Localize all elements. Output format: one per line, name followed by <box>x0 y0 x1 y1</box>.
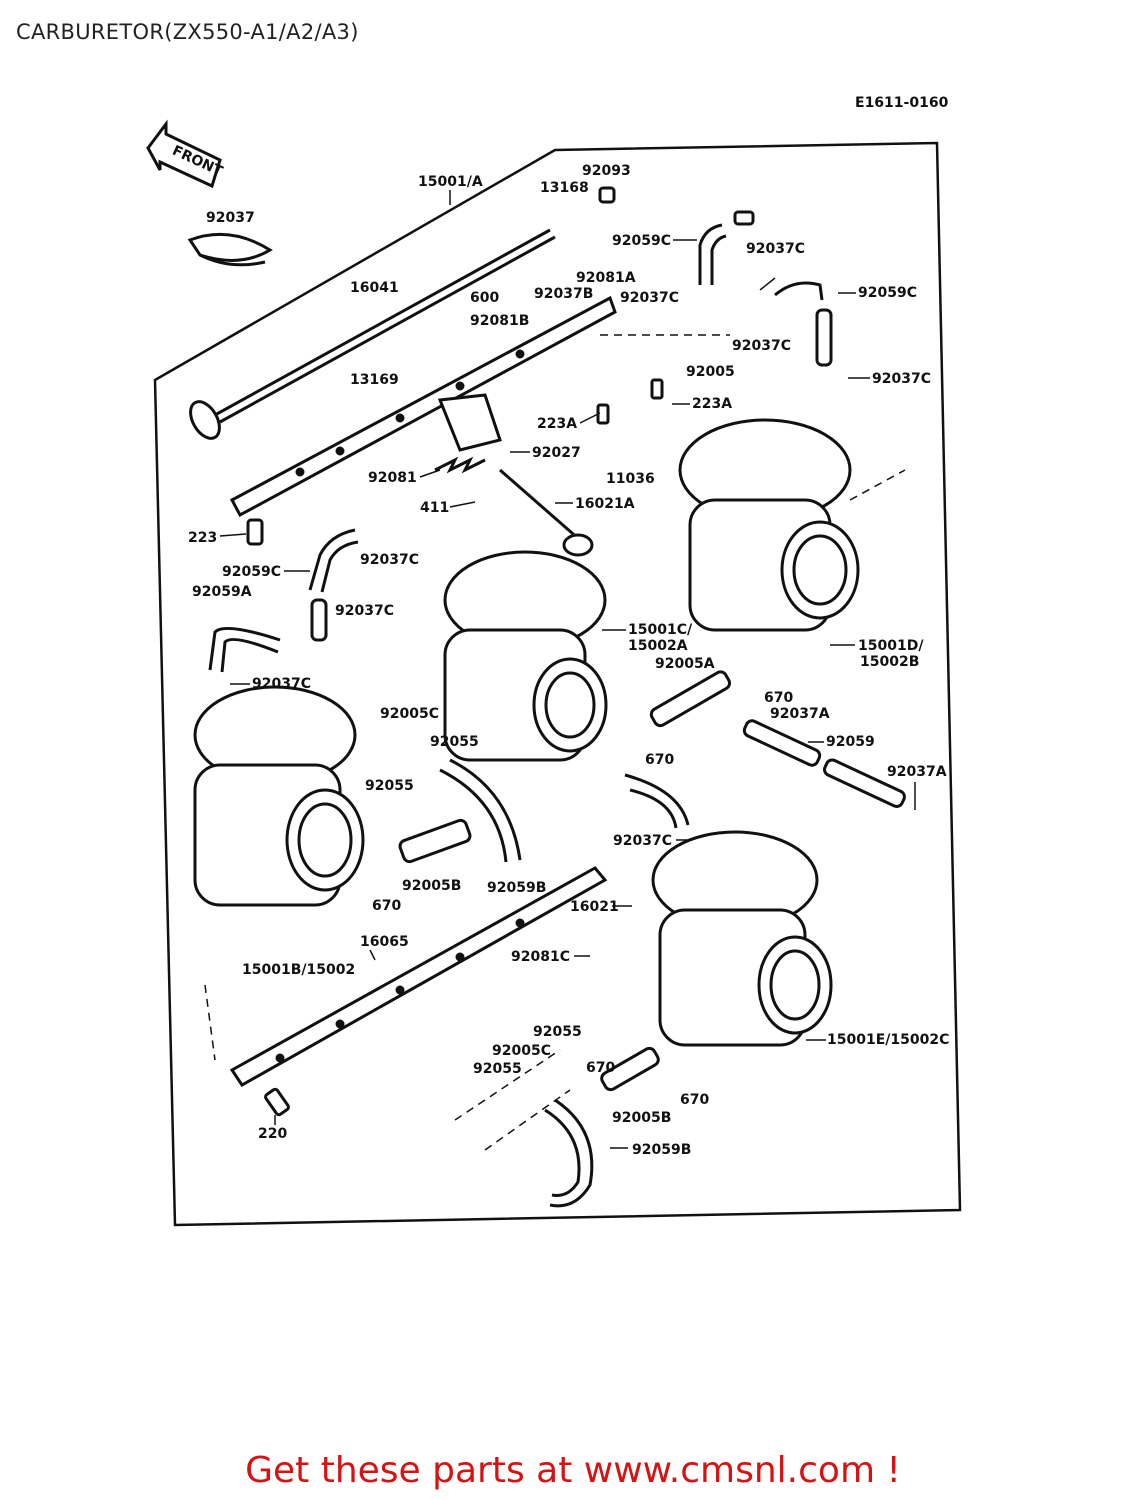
label-92037a-2: 92037A <box>887 764 947 780</box>
label-92037c-3: 92037C <box>732 338 791 354</box>
label-600: 600 <box>470 290 499 306</box>
carburetor-1 <box>678 418 860 632</box>
label-670-2: 670 <box>645 752 674 768</box>
carburetor-4 <box>651 830 833 1047</box>
hoses <box>208 223 906 1208</box>
label-92005c-1: 92005C <box>380 706 439 722</box>
part-labels: 15001/A 92093 13168 92037 92059C 92037C … <box>188 163 949 1158</box>
label-223a-1: 223A <box>537 416 577 432</box>
label-92037c-1: 92037C <box>746 241 805 257</box>
label-411: 411 <box>420 500 449 516</box>
label-92055-4: 92055 <box>473 1061 522 1077</box>
springs <box>434 456 594 557</box>
label-13169: 13169 <box>350 372 399 388</box>
label-92037c-7: 92037C <box>252 676 311 692</box>
label-92059b-2: 92059B <box>632 1142 691 1158</box>
carburetor-2 <box>443 550 608 762</box>
screws <box>246 186 755 1117</box>
label-92093: 92093 <box>582 163 631 179</box>
label-15002a: 15002A <box>628 638 688 654</box>
label-92005b-2: 92005B <box>612 1110 671 1126</box>
assembly-frame <box>153 141 962 1227</box>
label-92081b: 92081B <box>470 313 529 329</box>
label-15001-a: 15001/A <box>418 174 483 190</box>
lower-plate <box>229 866 608 1087</box>
label-92059c-2: 92059C <box>858 285 917 301</box>
carburetor-3 <box>193 685 365 907</box>
label-11036: 11036 <box>606 471 655 487</box>
label-92037c-5: 92037C <box>360 552 419 568</box>
leader-lines <box>219 190 916 1149</box>
label-223a-2: 223A <box>692 396 732 412</box>
label-92005b-1: 92005B <box>402 878 461 894</box>
label-92005: 92005 <box>686 364 735 380</box>
label-92005c-2: 92005C <box>492 1043 551 1059</box>
label-92037a-1: 92037A <box>770 706 830 722</box>
label-16021: 16021 <box>570 899 619 915</box>
label-92081: 92081 <box>368 470 417 486</box>
label-92059c-3: 92059C <box>222 564 281 580</box>
label-15001c: 15001C/ <box>628 622 693 638</box>
cta-banner[interactable]: Get these parts at www.cmsnl.com ! <box>0 1450 1146 1491</box>
clamp-92037 <box>187 232 273 267</box>
label-92059a: 92059A <box>192 584 252 600</box>
label-16041: 16041 <box>350 280 399 296</box>
label-92037-top: 92037 <box>206 210 255 226</box>
label-92037c-4: 92037C <box>872 371 931 387</box>
label-13168: 13168 <box>540 180 589 196</box>
front-arrow-icon: FRONT <box>146 119 225 189</box>
label-92037c-6: 92037C <box>335 603 394 619</box>
label-16065: 16065 <box>360 934 409 950</box>
throttle-shaft <box>189 228 556 440</box>
page-title: CARBURETOR(ZX550-A1/A2/A3) <box>16 20 359 44</box>
label-670-1: 670 <box>764 690 793 706</box>
cta-link[interactable]: Get these parts at www.cmsnl.com ! <box>245 1450 901 1491</box>
label-15001e-15002c: 15001E/15002C <box>827 1032 949 1048</box>
label-92055-3: 92055 <box>533 1024 582 1040</box>
label-670-4: 670 <box>586 1060 615 1076</box>
label-15002b: 15002B <box>860 654 919 670</box>
label-92027: 92027 <box>532 445 581 461</box>
label-92055-1: 92055 <box>430 734 479 750</box>
label-670-3: 670 <box>372 898 401 914</box>
link-plate <box>229 295 617 518</box>
label-15001d: 15001D/ <box>858 638 924 654</box>
label-15001b-15002: 15001B/15002 <box>242 962 355 978</box>
label-92081c: 92081C <box>511 949 570 965</box>
label-16021a: 16021A <box>575 496 635 512</box>
label-223: 223 <box>188 530 217 546</box>
label-92005a: 92005A <box>655 656 715 672</box>
label-92081a: 92081A <box>576 270 636 286</box>
label-92037b: 92037B <box>534 286 593 302</box>
label-670-5: 670 <box>680 1092 709 1108</box>
label-220: 220 <box>258 1126 287 1142</box>
assembly-dashed-lines <box>204 334 906 1151</box>
label-92055-2: 92055 <box>365 778 414 794</box>
diagram-code: E1611-0160 <box>855 95 949 111</box>
label-92059: 92059 <box>826 734 875 750</box>
label-92037c-8: 92037C <box>613 833 672 849</box>
label-92037c-2: 92037C <box>620 290 679 306</box>
label-92059c-1: 92059C <box>612 233 671 249</box>
label-92059b-1: 92059B <box>487 880 546 896</box>
